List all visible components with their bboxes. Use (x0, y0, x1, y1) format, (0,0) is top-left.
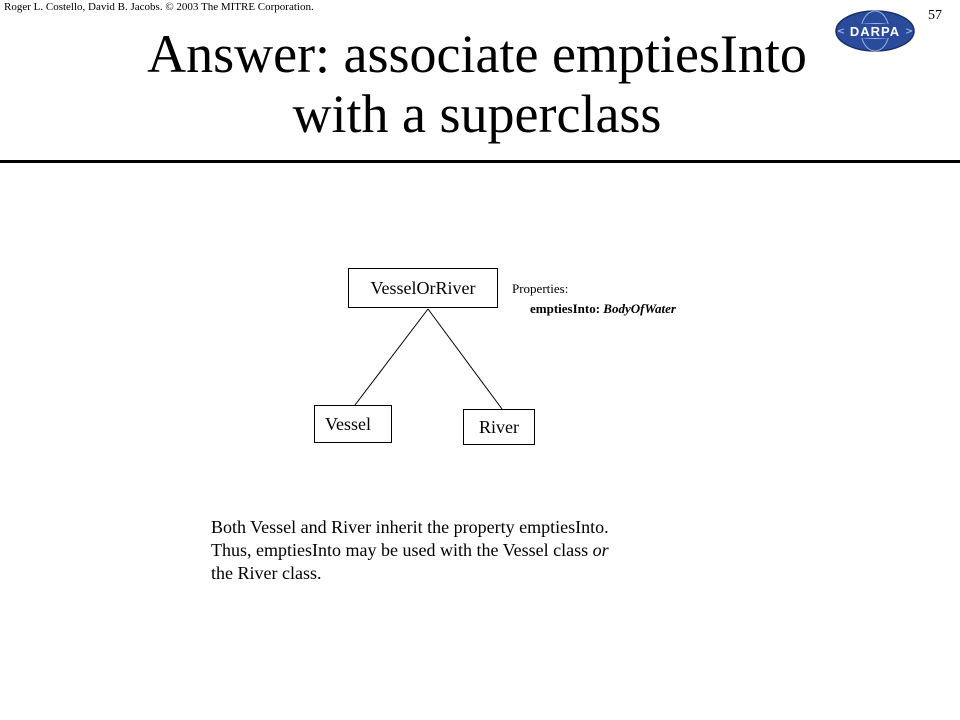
slide-title-line2: with a superclass (292, 84, 662, 144)
copyright-notice: Roger L. Costello, David B. Jacobs. © 20… (4, 1, 314, 13)
explanation-line2-text: Thus, emptiesInto may be used with the V… (211, 540, 589, 560)
explanation-or: or (592, 540, 609, 560)
slide-title-line1: Answer: associate emptiesInto (147, 24, 807, 84)
properties-heading: Properties: (512, 281, 569, 296)
explanation-text: Both Vessel and River inherit the proper… (211, 516, 711, 585)
property-type: BodyOfWater (603, 301, 676, 316)
explanation-line1: Both Vessel and River inherit the proper… (211, 517, 609, 537)
edge-river (427, 308, 503, 410)
vessel-box: Vessel (314, 405, 392, 443)
vessel-label: Vessel (325, 413, 371, 434)
edge-vessel (354, 308, 429, 406)
darpa-logo: DARPA (835, 10, 915, 52)
title-divider (0, 160, 960, 163)
river-label: River (479, 416, 519, 437)
explanation-line2: Thus, emptiesInto may be used with the V… (211, 539, 711, 562)
properties-note: Properties: emptiesInto: BodyOfWater (512, 279, 676, 319)
property-name: emptiesInto: (530, 301, 601, 316)
darpa-logo-text: DARPA (850, 24, 900, 39)
property-entry: emptiesInto: BodyOfWater (512, 299, 676, 319)
superclass-box: VesselOrRiver (348, 268, 498, 308)
explanation-line3: the River class. (211, 563, 322, 583)
slide-title: Answer: associate emptiesInto with a sup… (0, 24, 954, 144)
superclass-label: VesselOrRiver (370, 277, 476, 298)
river-box: River (463, 409, 535, 445)
page-number: 57 (928, 8, 942, 23)
